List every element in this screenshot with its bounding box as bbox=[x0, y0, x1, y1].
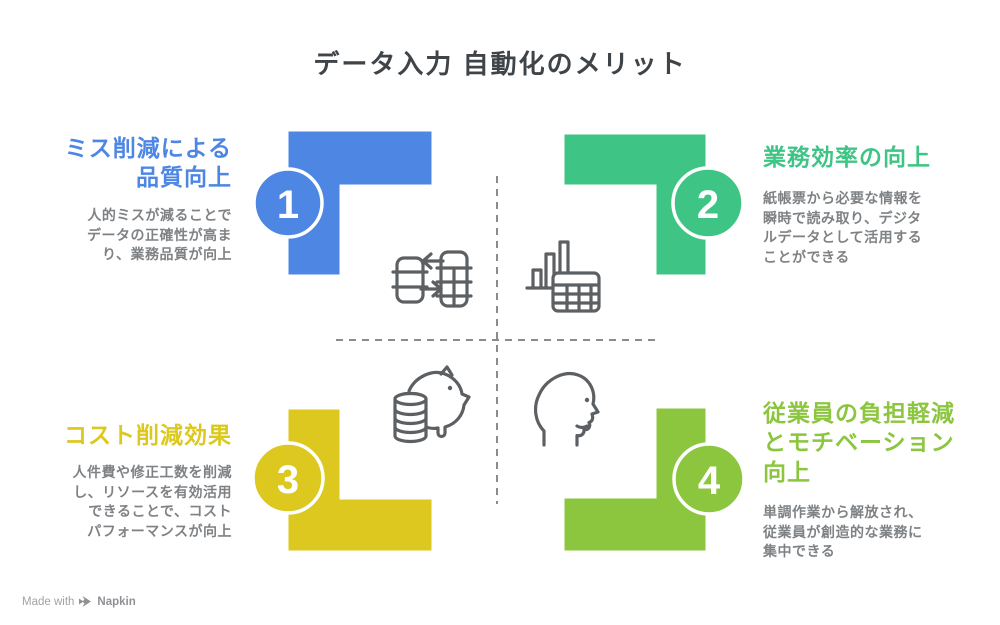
l-shape-quadrant-2 bbox=[561, 131, 709, 278]
step-badge-2-number: 2 bbox=[697, 183, 719, 227]
table-data-exchange-icon bbox=[391, 250, 473, 308]
step-badge-4-circle bbox=[672, 442, 746, 516]
quadrant-3-description: 人件費や修正工数を削減 し、リソースを有効活用 できることで、コスト パフォーマ… bbox=[72, 464, 232, 539]
l-shape-quadrant-1 bbox=[285, 128, 435, 278]
napkin-brand-label: Napkin bbox=[97, 595, 136, 608]
step-badge-3-number: 3 bbox=[277, 458, 299, 502]
step-badge-2-circle bbox=[671, 166, 745, 240]
quadrant-2-description: 紙帳票から必要な情報を 瞬時で読み取り、デジタ ルデータとして活用する ことがで… bbox=[763, 190, 923, 265]
napkin-logo-icon bbox=[79, 596, 92, 607]
step-badge-3: 3 bbox=[251, 441, 325, 515]
l-shape-quadrant-4 bbox=[561, 405, 709, 554]
footer-attribution: Made with Napkin bbox=[22, 594, 136, 609]
l-shape-quadrant-3 bbox=[285, 406, 435, 554]
quadrant-4-heading: 従業員の負担軽減 とモチベーション 向上 bbox=[763, 400, 955, 485]
quadrant-2-heading: 業務効率の向上 bbox=[763, 144, 931, 170]
page-title: データ入力 自動化のメリット bbox=[313, 49, 687, 79]
quadrant-1-heading: ミス削減による 品質向上 bbox=[64, 135, 232, 191]
quadrant-1-description: 人的ミスが減ることで データの正確性が高ま り、業務品質が向上 bbox=[87, 207, 232, 263]
quadrant-3-heading: コスト削減効果 bbox=[64, 422, 232, 448]
piggy-bank-savings-icon bbox=[393, 365, 471, 444]
quadrant-4-description: 単調作業から解放され、 従業員が創造的な業務に 集中できる bbox=[763, 504, 923, 560]
step-badge-1: 1 bbox=[252, 167, 324, 239]
made-with-label: Made with bbox=[22, 595, 75, 608]
bar-chart-table-icon bbox=[525, 240, 601, 313]
step-badge-1-circle bbox=[252, 167, 324, 239]
step-badge-4: 4 bbox=[672, 442, 746, 516]
step-badge-2: 2 bbox=[671, 166, 745, 240]
step-badge-4-number: 4 bbox=[698, 459, 721, 503]
head-profile-icon bbox=[533, 372, 600, 447]
step-badge-3-circle bbox=[251, 441, 325, 515]
step-badge-1-number: 1 bbox=[277, 183, 299, 227]
